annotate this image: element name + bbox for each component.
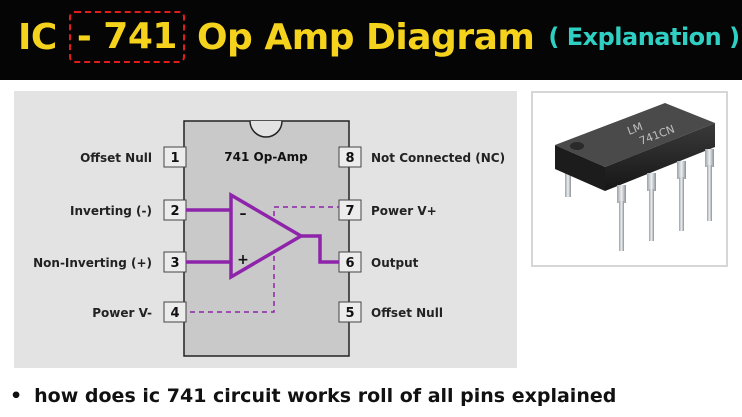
pin-5-number: 5 (345, 306, 354, 321)
ic-chip-photo-icon: LM 741CN (555, 103, 715, 251)
pin-8-box (338, 146, 362, 168)
chip-label: 741 Op-Amp (224, 150, 308, 164)
pin-6-number: 6 (345, 256, 354, 271)
chip-front-pins (617, 149, 714, 251)
title-highlight-box: - 741 (68, 11, 185, 63)
pin-8-number: 8 (345, 151, 354, 166)
chip-front-face (605, 123, 715, 191)
pin-1-number: 1 (170, 151, 179, 166)
pin-4-number: 4 (170, 306, 179, 321)
pin-2-number: 2 (170, 204, 179, 219)
pin-3-number: 3 (170, 256, 179, 271)
title-suffix: Op Amp Diagram (196, 16, 535, 58)
power-positive-wire (273, 206, 339, 216)
pin-4-box (163, 301, 187, 323)
pin-4-label: Power V- (92, 306, 152, 320)
title-prefix: IC (18, 16, 57, 58)
plus-sign: + (237, 252, 249, 268)
chip-photo-panel: LM 741CN (531, 91, 728, 267)
pin-5-label: Offset Null (371, 306, 443, 320)
output-wire (301, 234, 339, 264)
chip-top-face (555, 103, 715, 167)
chip-notch (249, 120, 283, 138)
minus-sign: – (240, 206, 247, 222)
pin-7-label: Power V+ (371, 204, 437, 218)
caption-bullet: • (10, 385, 23, 407)
pin-3-label: Non-Inverting (+) (33, 256, 152, 270)
left-pins: 1 Offset Null 2 Inverting (-) 3 Non-Inve… (33, 146, 187, 323)
power-negative-wire (186, 256, 275, 313)
caption: • how does ic 741 circuit works roll of … (10, 379, 735, 413)
pin-2-label: Inverting (-) (70, 204, 152, 218)
pin-1-label: Offset Null (80, 151, 152, 165)
pinout-diagram: 741 Op-Amp 1 Offset Null 2 Inverting (-)… (33, 120, 505, 357)
chip-marking-line1: LM (625, 120, 644, 138)
caption-text: how does ic 741 circuit works roll of al… (34, 385, 617, 407)
pinout-diagram-panel: 741 Op-Amp 1 Offset Null 2 Inverting (-)… (14, 91, 517, 368)
chip-side-face (555, 145, 605, 191)
op-amp-wiring (186, 191, 339, 313)
pin-5-box (338, 301, 362, 323)
op-amp-triangle-icon (229, 191, 305, 281)
title-banner: IC - 741 Op Amp Diagram ( Explanation ) (0, 0, 742, 80)
page-title: IC - 741 Op Amp Diagram ( Explanation ) (18, 6, 740, 68)
title-subtitle: ( Explanation ) (548, 23, 740, 51)
pin-8-label: Not Connected (NC) (371, 151, 505, 165)
pin-1-box (163, 146, 187, 168)
pin-7-number: 7 (345, 204, 354, 219)
pin-7-box (338, 199, 362, 221)
chip-pin1-dot (570, 142, 584, 150)
right-pins: 8 Not Connected (NC) 7 Power V+ 6 Output… (338, 146, 505, 323)
pin-6-label: Output (371, 256, 419, 270)
